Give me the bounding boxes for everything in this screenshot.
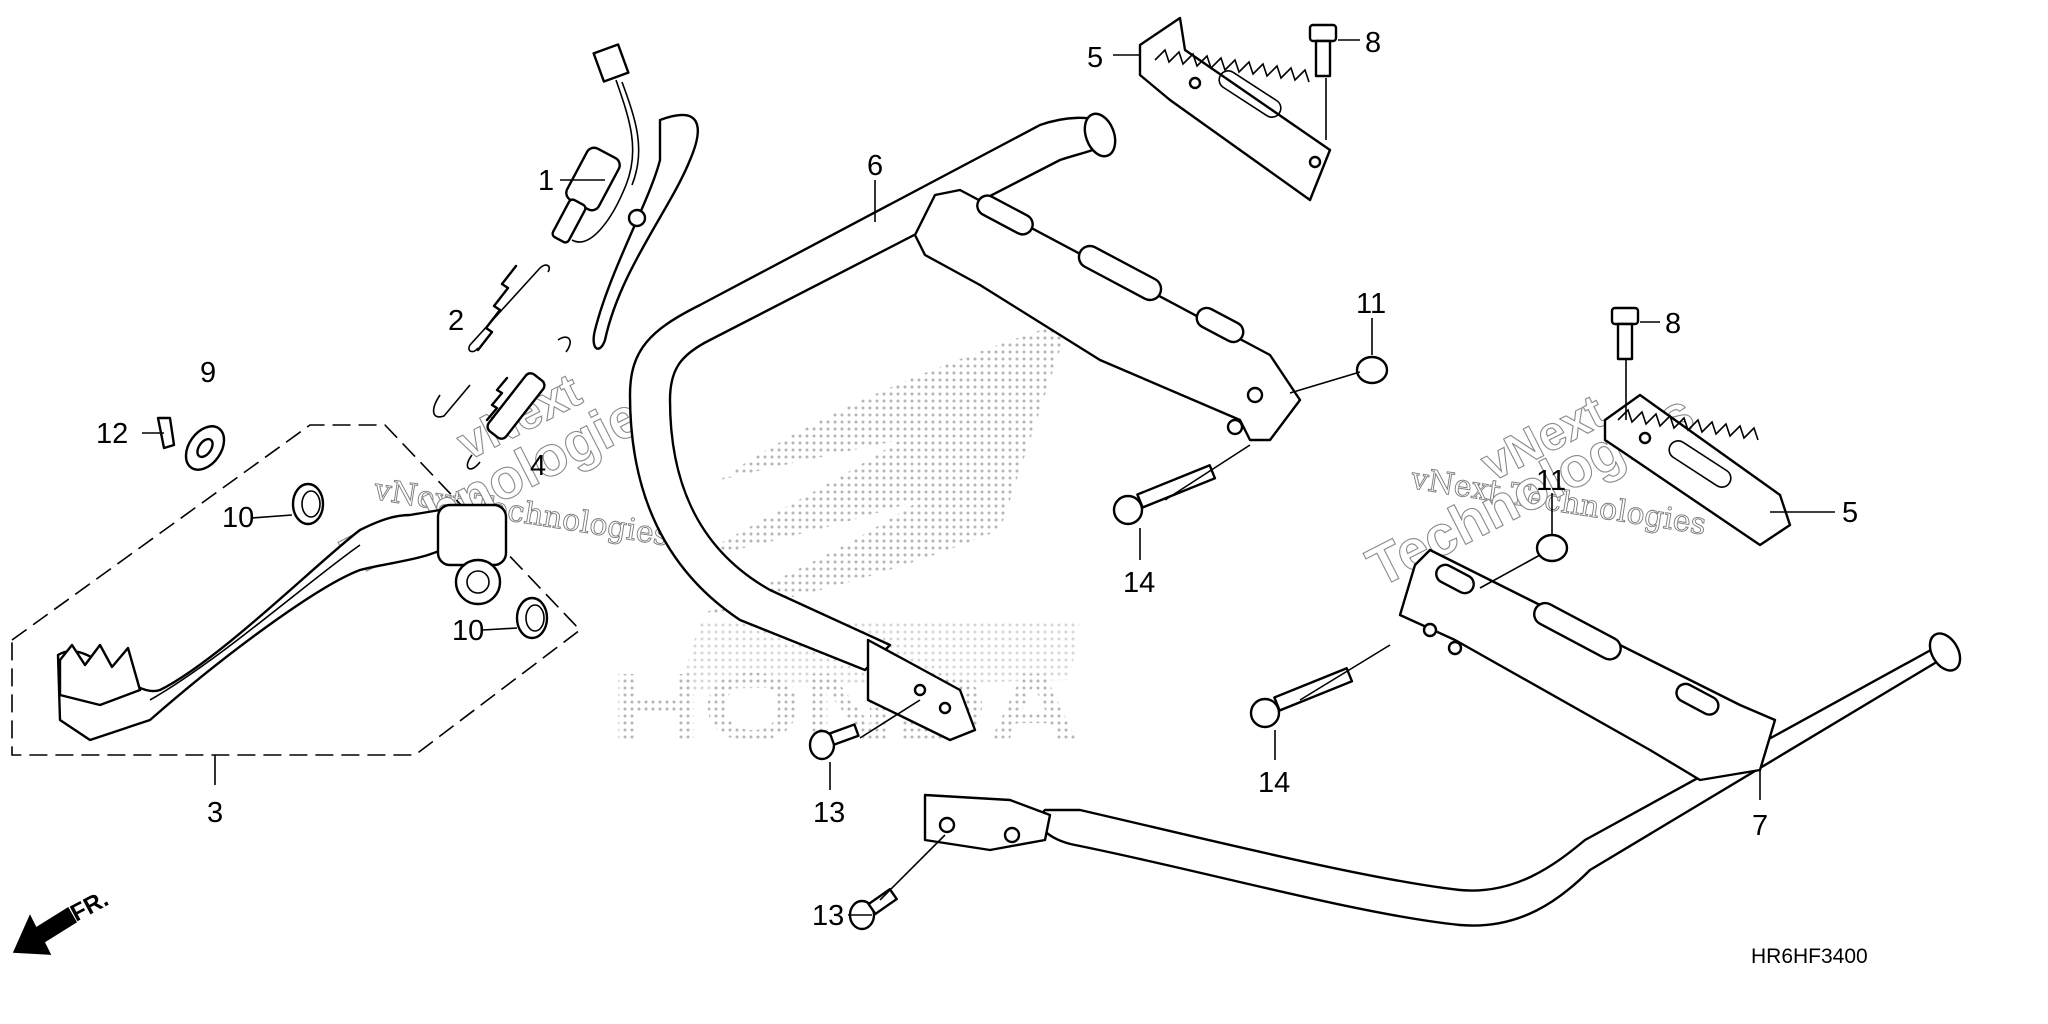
spring-part-4 [466, 336, 571, 470]
callout-7: 7 [1752, 810, 1768, 842]
callout-8-lower: 8 [1665, 308, 1681, 340]
callout-14-upper: 14 [1123, 567, 1155, 599]
honda-wing-logo-watermark: HONDA [610, 320, 1080, 761]
callout-4: 4 [530, 450, 546, 482]
callout-10-upper: 10 [222, 502, 254, 534]
diagram-code: HR6HF3400 [1751, 945, 1868, 968]
callout-5-upper: 5 [1087, 42, 1103, 74]
bushing-part-10-upper [291, 482, 325, 526]
nut-part-11-upper [1355, 355, 1389, 385]
footpeg-part-5-lower [1603, 393, 1792, 547]
callout-2: 2 [448, 305, 464, 337]
bolt-part-14-lower [1249, 667, 1354, 729]
callout-12: 12 [96, 418, 128, 450]
callout-10-lower: 10 [452, 615, 484, 647]
footpeg-part-5-upper [1138, 16, 1332, 202]
bushing-part-10-lower [515, 596, 549, 640]
spring-part-2 [432, 264, 551, 418]
callout-8-upper: 8 [1365, 27, 1381, 59]
callout-labels: 1 2 3 4 5 5 6 7 8 8 9 10 10 11 11 12 13 … [96, 27, 1858, 932]
leader-lines [142, 39, 1835, 916]
brake-pedal-assembly-part-3 [11, 424, 582, 756]
step-bar-part-6 [628, 112, 1302, 742]
step-bar-part-7 [923, 548, 1962, 927]
callout-13-upper: 13 [813, 797, 845, 829]
bolt-part-13-upper [808, 723, 860, 761]
callout-3: 3 [207, 797, 223, 829]
cotter-pin-part-12 [156, 416, 176, 450]
bolt-part-14-upper [1112, 464, 1217, 526]
callout-14-lower: 14 [1258, 767, 1290, 799]
front-direction-indicator: FR. [12, 885, 113, 955]
callout-11-upper: 11 [1356, 288, 1386, 320]
callout-9: 9 [200, 357, 216, 389]
callout-5-lower: 5 [1842, 497, 1858, 529]
washer-part-9 [184, 425, 226, 471]
bolt-part-8-upper [1308, 23, 1338, 78]
callout-6: 6 [867, 150, 883, 182]
callout-11-lower: 11 [1536, 465, 1566, 497]
brake-switch-part-1 [551, 43, 699, 350]
callout-13-lower: 13 [812, 900, 844, 932]
bolt-part-13-lower [848, 887, 898, 931]
honda-brand-watermark: HONDA [610, 654, 1080, 761]
nut-part-11-lower [1535, 533, 1569, 563]
callout-1: 1 [538, 165, 554, 197]
front-arrow-icon [12, 906, 78, 955]
bolt-part-8-lower [1610, 306, 1640, 361]
